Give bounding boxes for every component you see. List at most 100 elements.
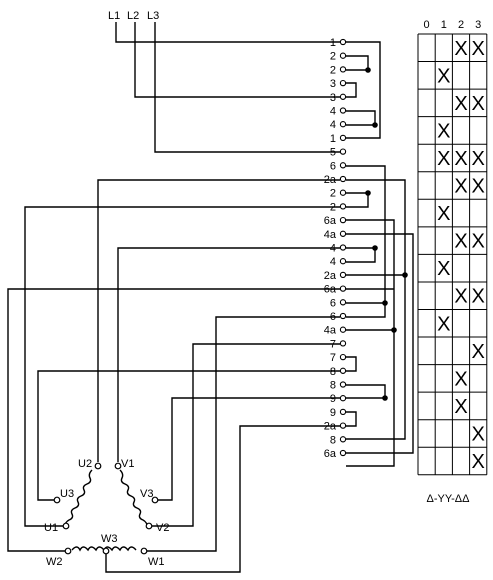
- link-4-4b: [346, 247, 376, 263]
- link-2-2: [346, 55, 369, 71]
- table-cell: X: [472, 231, 485, 253]
- winding-u: [63, 469, 93, 529]
- terminal-circle: [339, 134, 347, 142]
- motor-labels: U2 V1 U3 V3 U1 V2 W3 W2 W1: [44, 458, 169, 568]
- lead-v3: [158, 397, 340, 501]
- table-cell: X: [454, 286, 467, 308]
- terminal-u3-circle: [53, 496, 61, 504]
- lead-w3: [105, 425, 340, 573]
- terminal-circle: [339, 326, 347, 333]
- terminal-label: 4: [330, 256, 336, 268]
- lead-w2: [7, 288, 340, 552]
- table-cell: X: [454, 176, 467, 198]
- motor-label-u3: U3: [60, 488, 74, 500]
- terminal-u1-circle: [62, 522, 70, 530]
- terminal-label: 2: [330, 188, 336, 200]
- junction-dot: [365, 67, 371, 73]
- motor-label-u2: U2: [78, 458, 92, 470]
- motor-label-v1: V1: [121, 458, 134, 470]
- table-cell: X: [437, 258, 450, 280]
- link-1-1: [346, 41, 381, 139]
- terminal-label: 7: [330, 352, 336, 364]
- table-cell: X: [454, 38, 467, 60]
- terminal-circle: [339, 422, 347, 429]
- terminal-circle: [339, 52, 347, 59]
- terminal-circle: [339, 121, 347, 128]
- table-cell: X: [454, 231, 467, 253]
- terminal-u2-circle: [94, 462, 102, 470]
- link-6a-6a: [346, 219, 395, 467]
- table-cell: X: [437, 148, 450, 170]
- terminal-circle: [339, 436, 347, 443]
- terminal-label: 9: [330, 407, 336, 419]
- terminal-label: 9: [330, 393, 336, 405]
- supply-label-l3: L3: [147, 10, 159, 22]
- lead-2-row: [24, 206, 340, 527]
- lead-4a-a: [152, 343, 340, 527]
- link-6-6: [346, 165, 386, 318]
- terminal-label: 2a: [324, 270, 337, 282]
- terminal-circle: [339, 395, 347, 402]
- motor-label-w1: W1: [148, 556, 165, 568]
- motor-label-w2: W2: [46, 556, 63, 568]
- motor-label-u1: U1: [44, 522, 58, 534]
- table-cell: X: [437, 313, 450, 335]
- junction-dots: [365, 67, 408, 401]
- terminal-circle: [339, 175, 347, 183]
- terminal-circle: [339, 367, 347, 374]
- link-9-9: [346, 411, 357, 427]
- terminal-circle: [339, 216, 347, 224]
- table-cell: X: [454, 93, 467, 115]
- supply-label-l2: L2: [127, 10, 139, 22]
- terminal-label: 6: [330, 160, 336, 172]
- terminal-v1-circle: [114, 462, 122, 470]
- terminal-circle: [339, 258, 347, 265]
- position-header: 1: [441, 19, 447, 31]
- link-7-7: [346, 356, 357, 372]
- terminal-circle: [339, 312, 347, 320]
- link-4-4: [346, 110, 376, 126]
- terminal-circle: [339, 203, 347, 210]
- terminal-label: 3: [330, 78, 336, 90]
- terminal-label: 4: [330, 106, 336, 118]
- position-header: 2: [458, 19, 464, 31]
- terminal-label: 8: [330, 380, 336, 392]
- terminal-circle: [339, 449, 347, 457]
- terminal-w1-circle: [140, 547, 148, 555]
- terminal-label: 4a: [324, 229, 337, 241]
- junction-dot: [402, 272, 408, 278]
- terminal-label: 6a: [324, 215, 337, 227]
- lead-u3: [37, 370, 340, 501]
- junction-dot: [382, 300, 388, 306]
- terminal-label: 3: [330, 92, 336, 104]
- terminal-label: 2: [330, 64, 336, 76]
- table-cell: X: [454, 396, 467, 418]
- table-cell: X: [472, 423, 485, 445]
- table-cell: X: [454, 148, 467, 170]
- position-header: 3: [475, 19, 481, 31]
- terminal-circle: [339, 107, 347, 114]
- motor-label-v3: V3: [140, 488, 153, 500]
- table-cell: X: [472, 148, 485, 170]
- terminal-circle: [339, 285, 347, 292]
- lead-6-a: [146, 316, 340, 552]
- motor-label-v2: V2: [156, 522, 169, 534]
- terminal-circle: [339, 271, 347, 279]
- table-cell: X: [454, 368, 467, 390]
- table-cell: X: [472, 451, 485, 473]
- terminal-w2-circle: [64, 547, 72, 555]
- table-cell: X: [437, 120, 450, 142]
- table-cell: X: [437, 65, 450, 87]
- link-4a-4a: [346, 233, 414, 454]
- table-cell: X: [437, 203, 450, 225]
- supply-label-l1: L1: [108, 10, 120, 22]
- terminal-label: 6: [330, 297, 336, 309]
- wire-l2: [134, 22, 340, 98]
- wire-l3: [154, 22, 340, 153]
- terminal-v3-circle: [151, 496, 159, 504]
- terminal-circle: [339, 148, 347, 155]
- terminal-circle: [339, 244, 347, 251]
- winding-v: [119, 469, 149, 529]
